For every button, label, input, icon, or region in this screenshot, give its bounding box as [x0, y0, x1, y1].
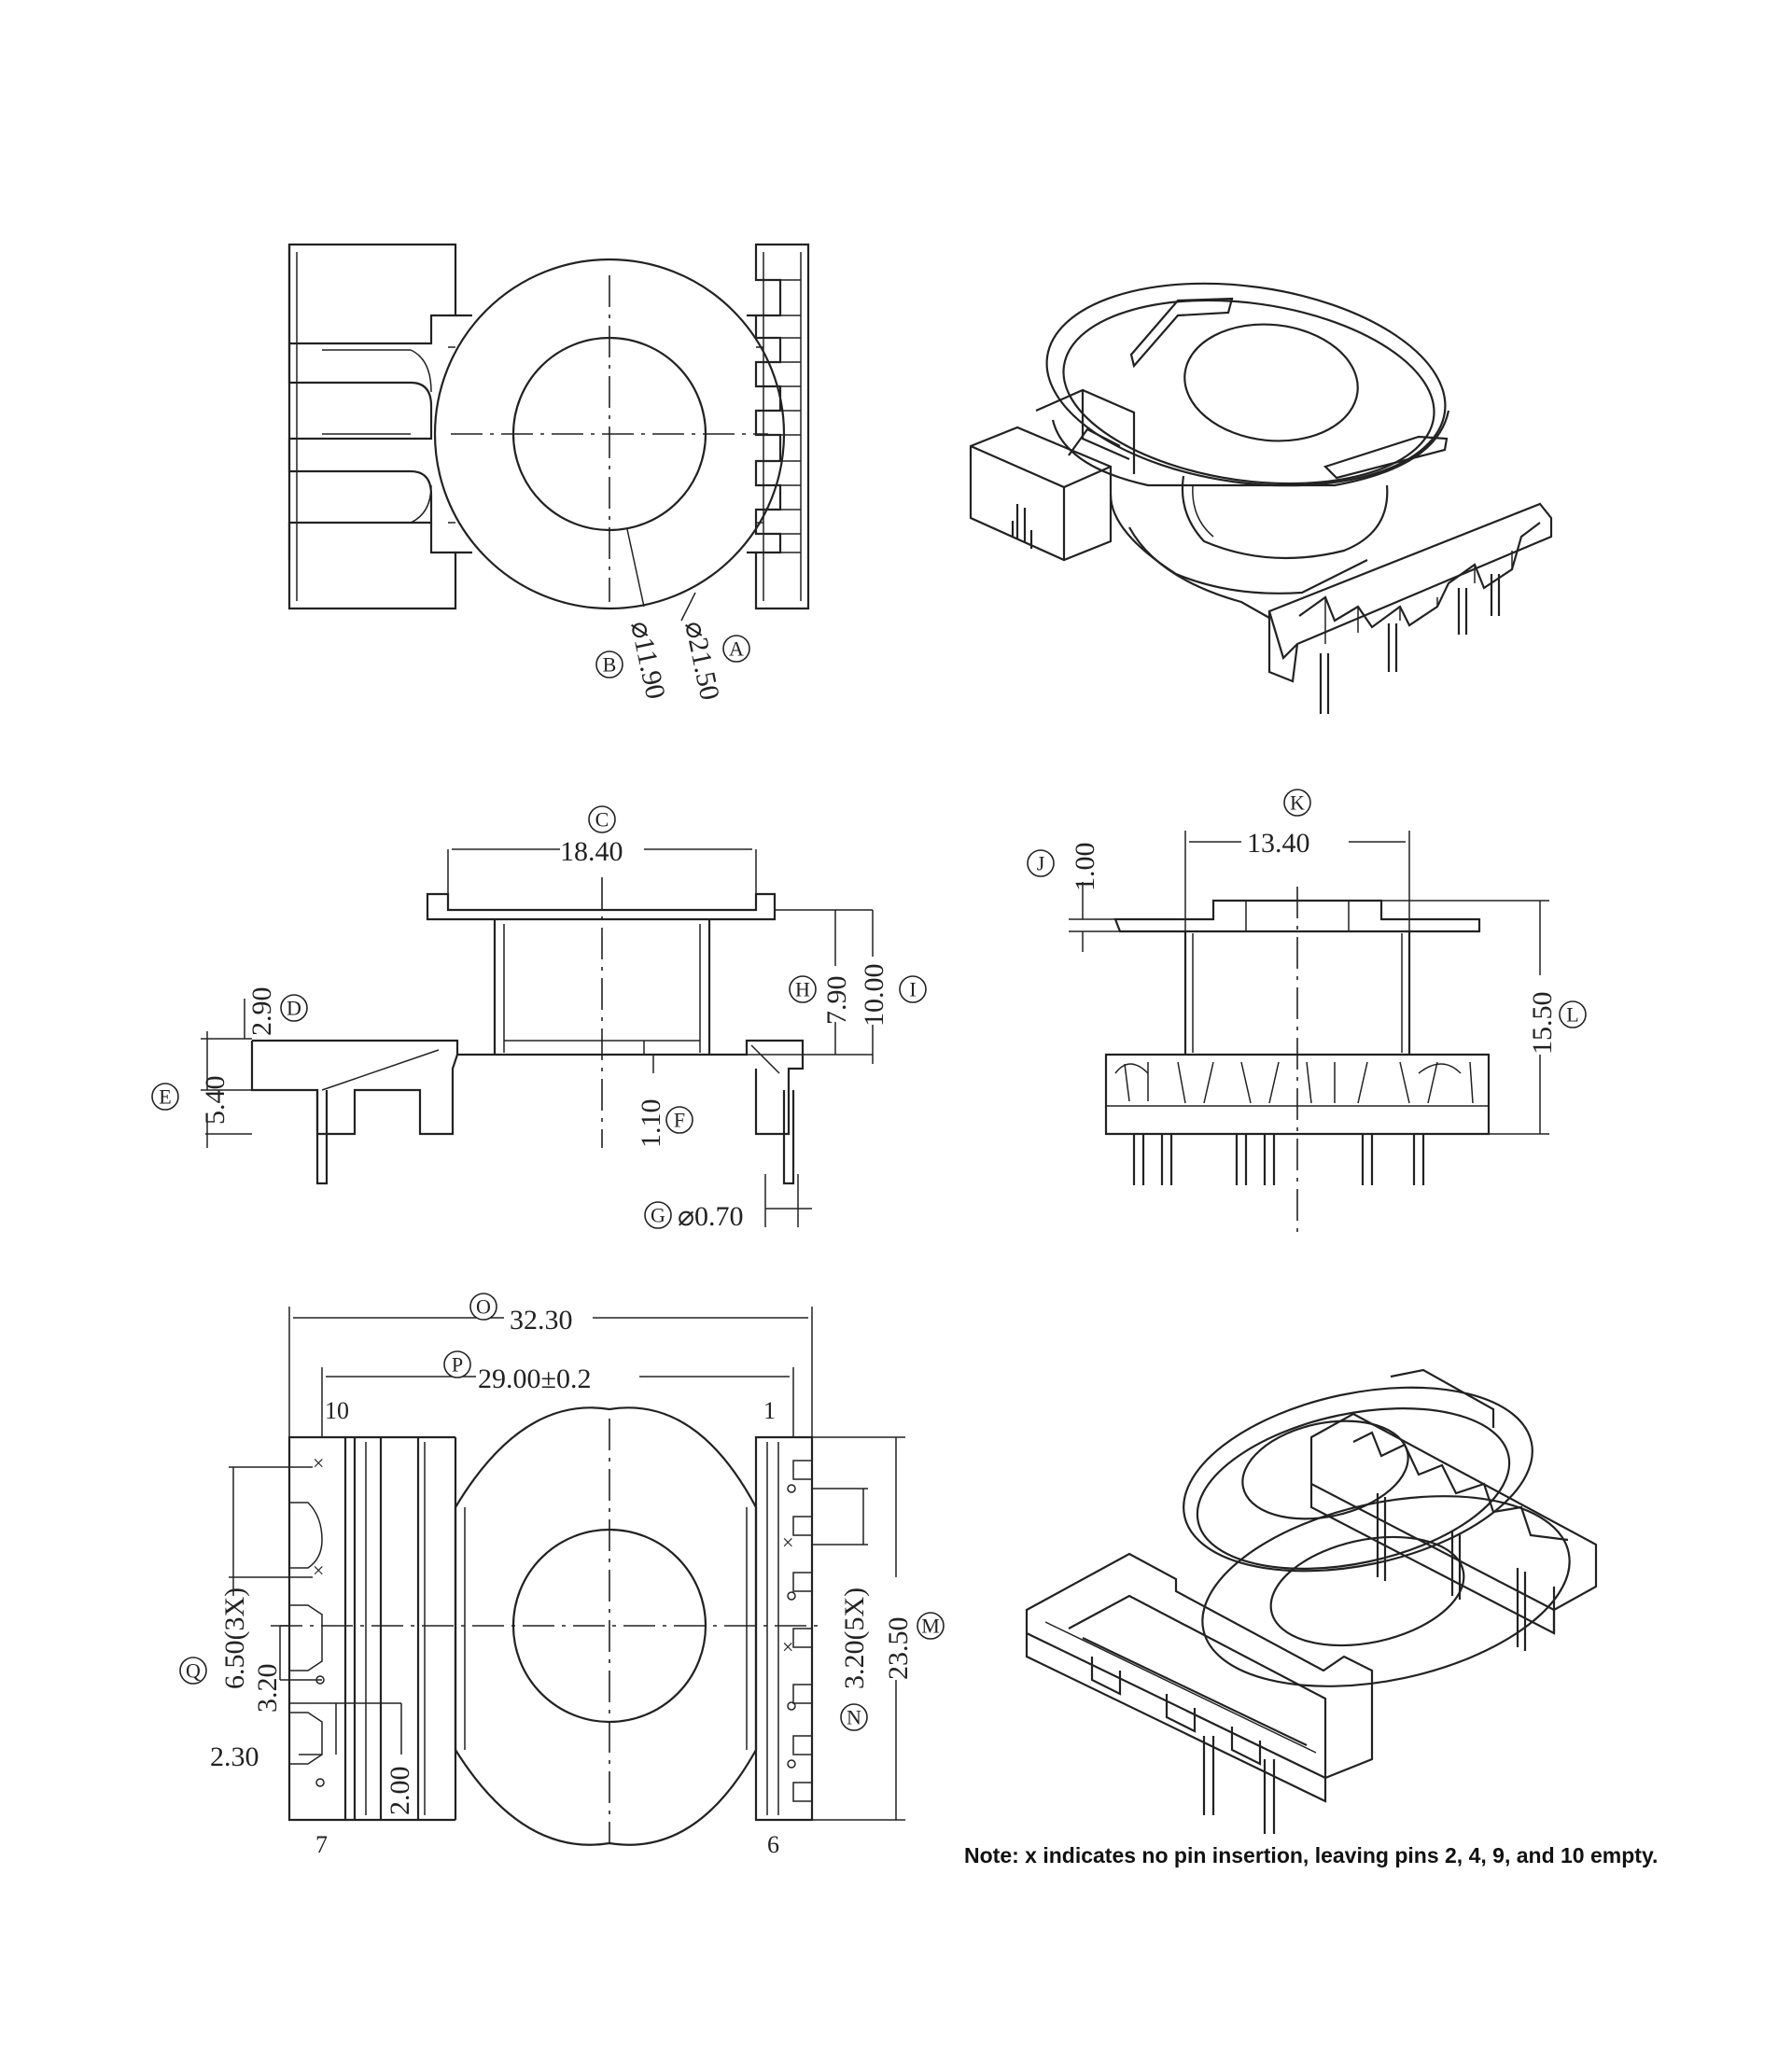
callout-f-letter: F — [674, 1109, 685, 1132]
side-view — [1069, 831, 1549, 1232]
callout-p: P — [443, 1350, 471, 1378]
pin-x-marker-10: × — [313, 1451, 324, 1475]
callout-i-letter: I — [909, 978, 916, 1001]
callout-c: C — [588, 805, 616, 833]
bottom-view: × × × × — [229, 1307, 905, 1846]
dim-e-value: 5.40 — [200, 1076, 231, 1126]
callout-n-letter: N — [847, 1706, 861, 1729]
pin-x-marker-2: × — [782, 1531, 793, 1554]
callout-h-letter: H — [795, 978, 810, 1001]
dim-o-value: 32.30 — [510, 1305, 573, 1336]
callout-k: K — [1283, 789, 1311, 817]
dim-p-value: 29.00±0.2 — [478, 1364, 591, 1394]
note-text: Note: x indicates no pin insertion, leav… — [964, 1843, 1659, 1867]
dim-q-value: 6.50(3X) — [219, 1587, 250, 1689]
callout-h: H — [789, 975, 817, 1003]
isometric-view-bottom — [1025, 1368, 1598, 1834]
callout-b: B — [595, 650, 623, 678]
callout-f: F — [665, 1106, 693, 1134]
callout-c-letter: C — [595, 808, 609, 832]
dim-n-value: 3.20(5X) — [839, 1587, 870, 1689]
callout-g-letter: G — [651, 1204, 665, 1227]
callout-m-letter: M — [921, 1615, 940, 1638]
callout-b-letter: B — [603, 653, 617, 677]
dim-a-value: ⌀21.50 — [679, 619, 725, 704]
callout-a-letter: A — [729, 637, 744, 661]
pin-hole-7 — [315, 1778, 325, 1787]
pin-label-7: 7 — [315, 1831, 328, 1858]
callout-q-letter: Q — [186, 1659, 201, 1683]
dim-c-value: 18.40 — [560, 836, 623, 867]
callout-d-letter: D — [287, 997, 301, 1020]
dim-q-pitch: 3.20 — [252, 1664, 283, 1713]
dim-j-value: 1.00 — [1070, 843, 1100, 892]
pin-hole-3 — [787, 1591, 796, 1601]
callout-e-letter: E — [159, 1085, 171, 1109]
isometric-view-top — [969, 282, 1553, 714]
callout-i: I — [899, 975, 927, 1003]
callout-j: J — [1027, 849, 1055, 877]
dim-l-value: 15.50 — [1527, 992, 1558, 1056]
callout-q: Q — [179, 1657, 207, 1685]
pin-hole-1 — [787, 1484, 796, 1493]
callout-n: N — [840, 1703, 868, 1731]
callout-g: G — [644, 1201, 672, 1229]
dim-left-width: 2.00 — [385, 1767, 415, 1816]
callout-p-letter: P — [452, 1353, 463, 1377]
dim-f-value: 1.10 — [636, 1099, 666, 1149]
pin-hole-6 — [787, 1759, 796, 1769]
dim-m-value: 23.50 — [883, 1617, 914, 1681]
callout-k-letter: K — [1290, 791, 1305, 815]
dim-h-value: 7.90 — [821, 976, 852, 1026]
dim-i-value: 10.00 — [859, 964, 889, 1028]
dim-b-value: ⌀11.90 — [624, 619, 671, 702]
callout-a: A — [722, 635, 750, 663]
pin-x-marker-9: × — [313, 1559, 324, 1582]
callout-o-letter: O — [476, 1295, 491, 1319]
callout-m: M — [917, 1612, 945, 1640]
callout-j-letter: J — [1037, 852, 1045, 875]
dim-k-value: 13.40 — [1247, 828, 1310, 859]
pin-label-10: 10 — [325, 1397, 349, 1424]
dim-left-offset: 2.30 — [210, 1741, 259, 1772]
pin-label-6: 6 — [767, 1831, 779, 1858]
callout-l-letter: L — [1566, 1003, 1578, 1027]
callout-d: D — [280, 994, 308, 1022]
callout-o: O — [469, 1293, 497, 1321]
top-view — [287, 243, 810, 622]
front-view — [201, 848, 874, 1227]
callout-l: L — [1559, 1000, 1587, 1028]
dim-g-value: ⌀0.70 — [678, 1201, 744, 1232]
pin-x-marker-4: × — [782, 1635, 793, 1658]
dim-d-value: 2.90 — [246, 987, 277, 1037]
pin-hole-5 — [787, 1701, 796, 1711]
pin-label-1: 1 — [763, 1397, 776, 1424]
callout-e: E — [151, 1083, 179, 1111]
